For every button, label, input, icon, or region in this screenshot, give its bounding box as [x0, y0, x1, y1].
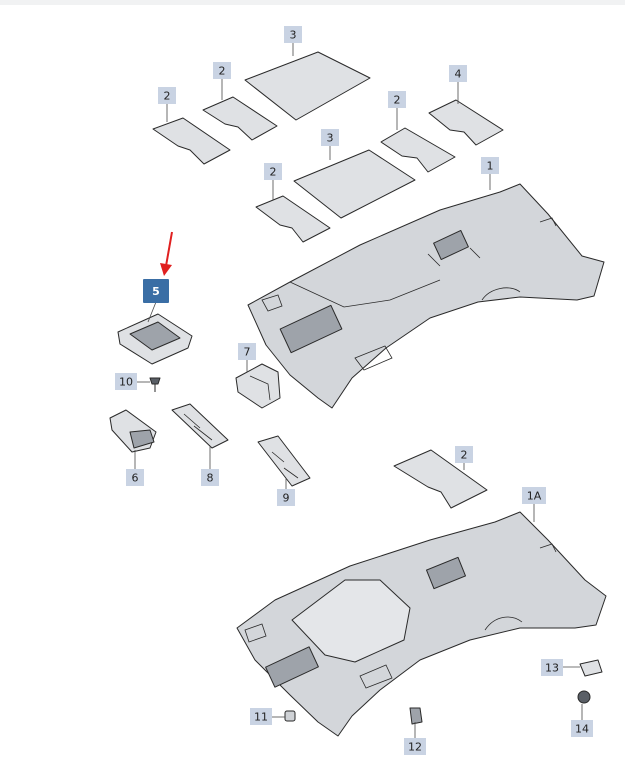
svg-text:2: 2	[461, 449, 468, 462]
svg-text:5: 5	[152, 285, 160, 298]
part-7-trim[interactable]	[235, 363, 281, 409]
callout-1a[interactable]: 1A	[522, 487, 546, 504]
part-14-clip[interactable]	[577, 690, 591, 704]
part-2-plate-e[interactable]	[393, 449, 488, 509]
part-5-console-frame[interactable]	[117, 313, 193, 365]
callout-3-top[interactable]: 3	[284, 26, 302, 43]
part-12-clip[interactable]	[409, 707, 423, 725]
callout-2-e[interactable]: 2	[455, 446, 473, 463]
svg-text:3: 3	[290, 29, 297, 42]
top-border	[0, 0, 625, 5]
callout-5-highlighted[interactable]: 5	[143, 279, 169, 303]
red-indicator-arrow	[160, 231, 173, 276]
part-4-plate[interactable]	[428, 99, 504, 146]
part-2-plate-b[interactable]	[202, 96, 278, 141]
part-9-trim-strip[interactable]	[257, 435, 311, 487]
part-3-middle-plate[interactable]	[293, 149, 416, 219]
svg-text:14: 14	[575, 723, 589, 736]
callout-2-d[interactable]: 2	[264, 163, 282, 180]
leader-lines	[134, 42, 583, 740]
callout-12[interactable]: 12	[404, 738, 426, 755]
part-10-screw[interactable]	[149, 377, 161, 392]
part-6-cover[interactable]	[109, 409, 157, 453]
callout-13[interactable]: 13	[541, 659, 563, 676]
svg-text:10: 10	[119, 376, 133, 389]
callout-2-c[interactable]: 2	[388, 91, 406, 108]
svg-text:2: 2	[394, 94, 401, 107]
part-1-headliner[interactable]	[247, 183, 605, 409]
part-2-plate-c[interactable]	[380, 127, 456, 173]
svg-text:8: 8	[207, 472, 214, 485]
callout-9[interactable]: 9	[277, 489, 295, 506]
part-11-clip[interactable]	[284, 710, 296, 722]
svg-text:2: 2	[270, 166, 277, 179]
svg-text:2: 2	[164, 90, 171, 103]
callout-14[interactable]: 14	[571, 720, 593, 737]
svg-text:2: 2	[219, 65, 226, 78]
part-3-top-plate[interactable]	[244, 51, 371, 121]
part-13-plate[interactable]	[579, 659, 603, 677]
svg-text:11: 11	[254, 711, 268, 724]
callout-7[interactable]: 7	[238, 343, 256, 360]
svg-text:1A: 1A	[527, 490, 542, 503]
svg-text:13: 13	[545, 662, 559, 675]
svg-text:4: 4	[455, 68, 462, 81]
callout-4[interactable]: 4	[449, 65, 467, 82]
callout-8[interactable]: 8	[201, 469, 219, 486]
svg-text:6: 6	[132, 472, 139, 485]
callout-10[interactable]: 10	[115, 373, 137, 390]
callout-6[interactable]: 6	[126, 469, 144, 486]
svg-text:9: 9	[283, 492, 290, 505]
callout-2-b[interactable]: 2	[158, 87, 176, 104]
svg-text:12: 12	[408, 741, 422, 754]
callout-11[interactable]: 11	[250, 708, 272, 725]
callout-1[interactable]: 1	[481, 157, 499, 174]
svg-text:7: 7	[244, 346, 251, 359]
svg-text:1: 1	[487, 160, 494, 173]
part-2-plate-a[interactable]	[152, 117, 231, 165]
part-1a-headliner[interactable]	[236, 511, 607, 737]
callout-3-middle[interactable]: 3	[321, 129, 339, 146]
part-8-trim-strip[interactable]	[171, 403, 229, 449]
callout-2-a[interactable]: 2	[213, 62, 231, 79]
part-2-plate-d[interactable]	[255, 195, 331, 243]
svg-text:3: 3	[327, 132, 334, 145]
